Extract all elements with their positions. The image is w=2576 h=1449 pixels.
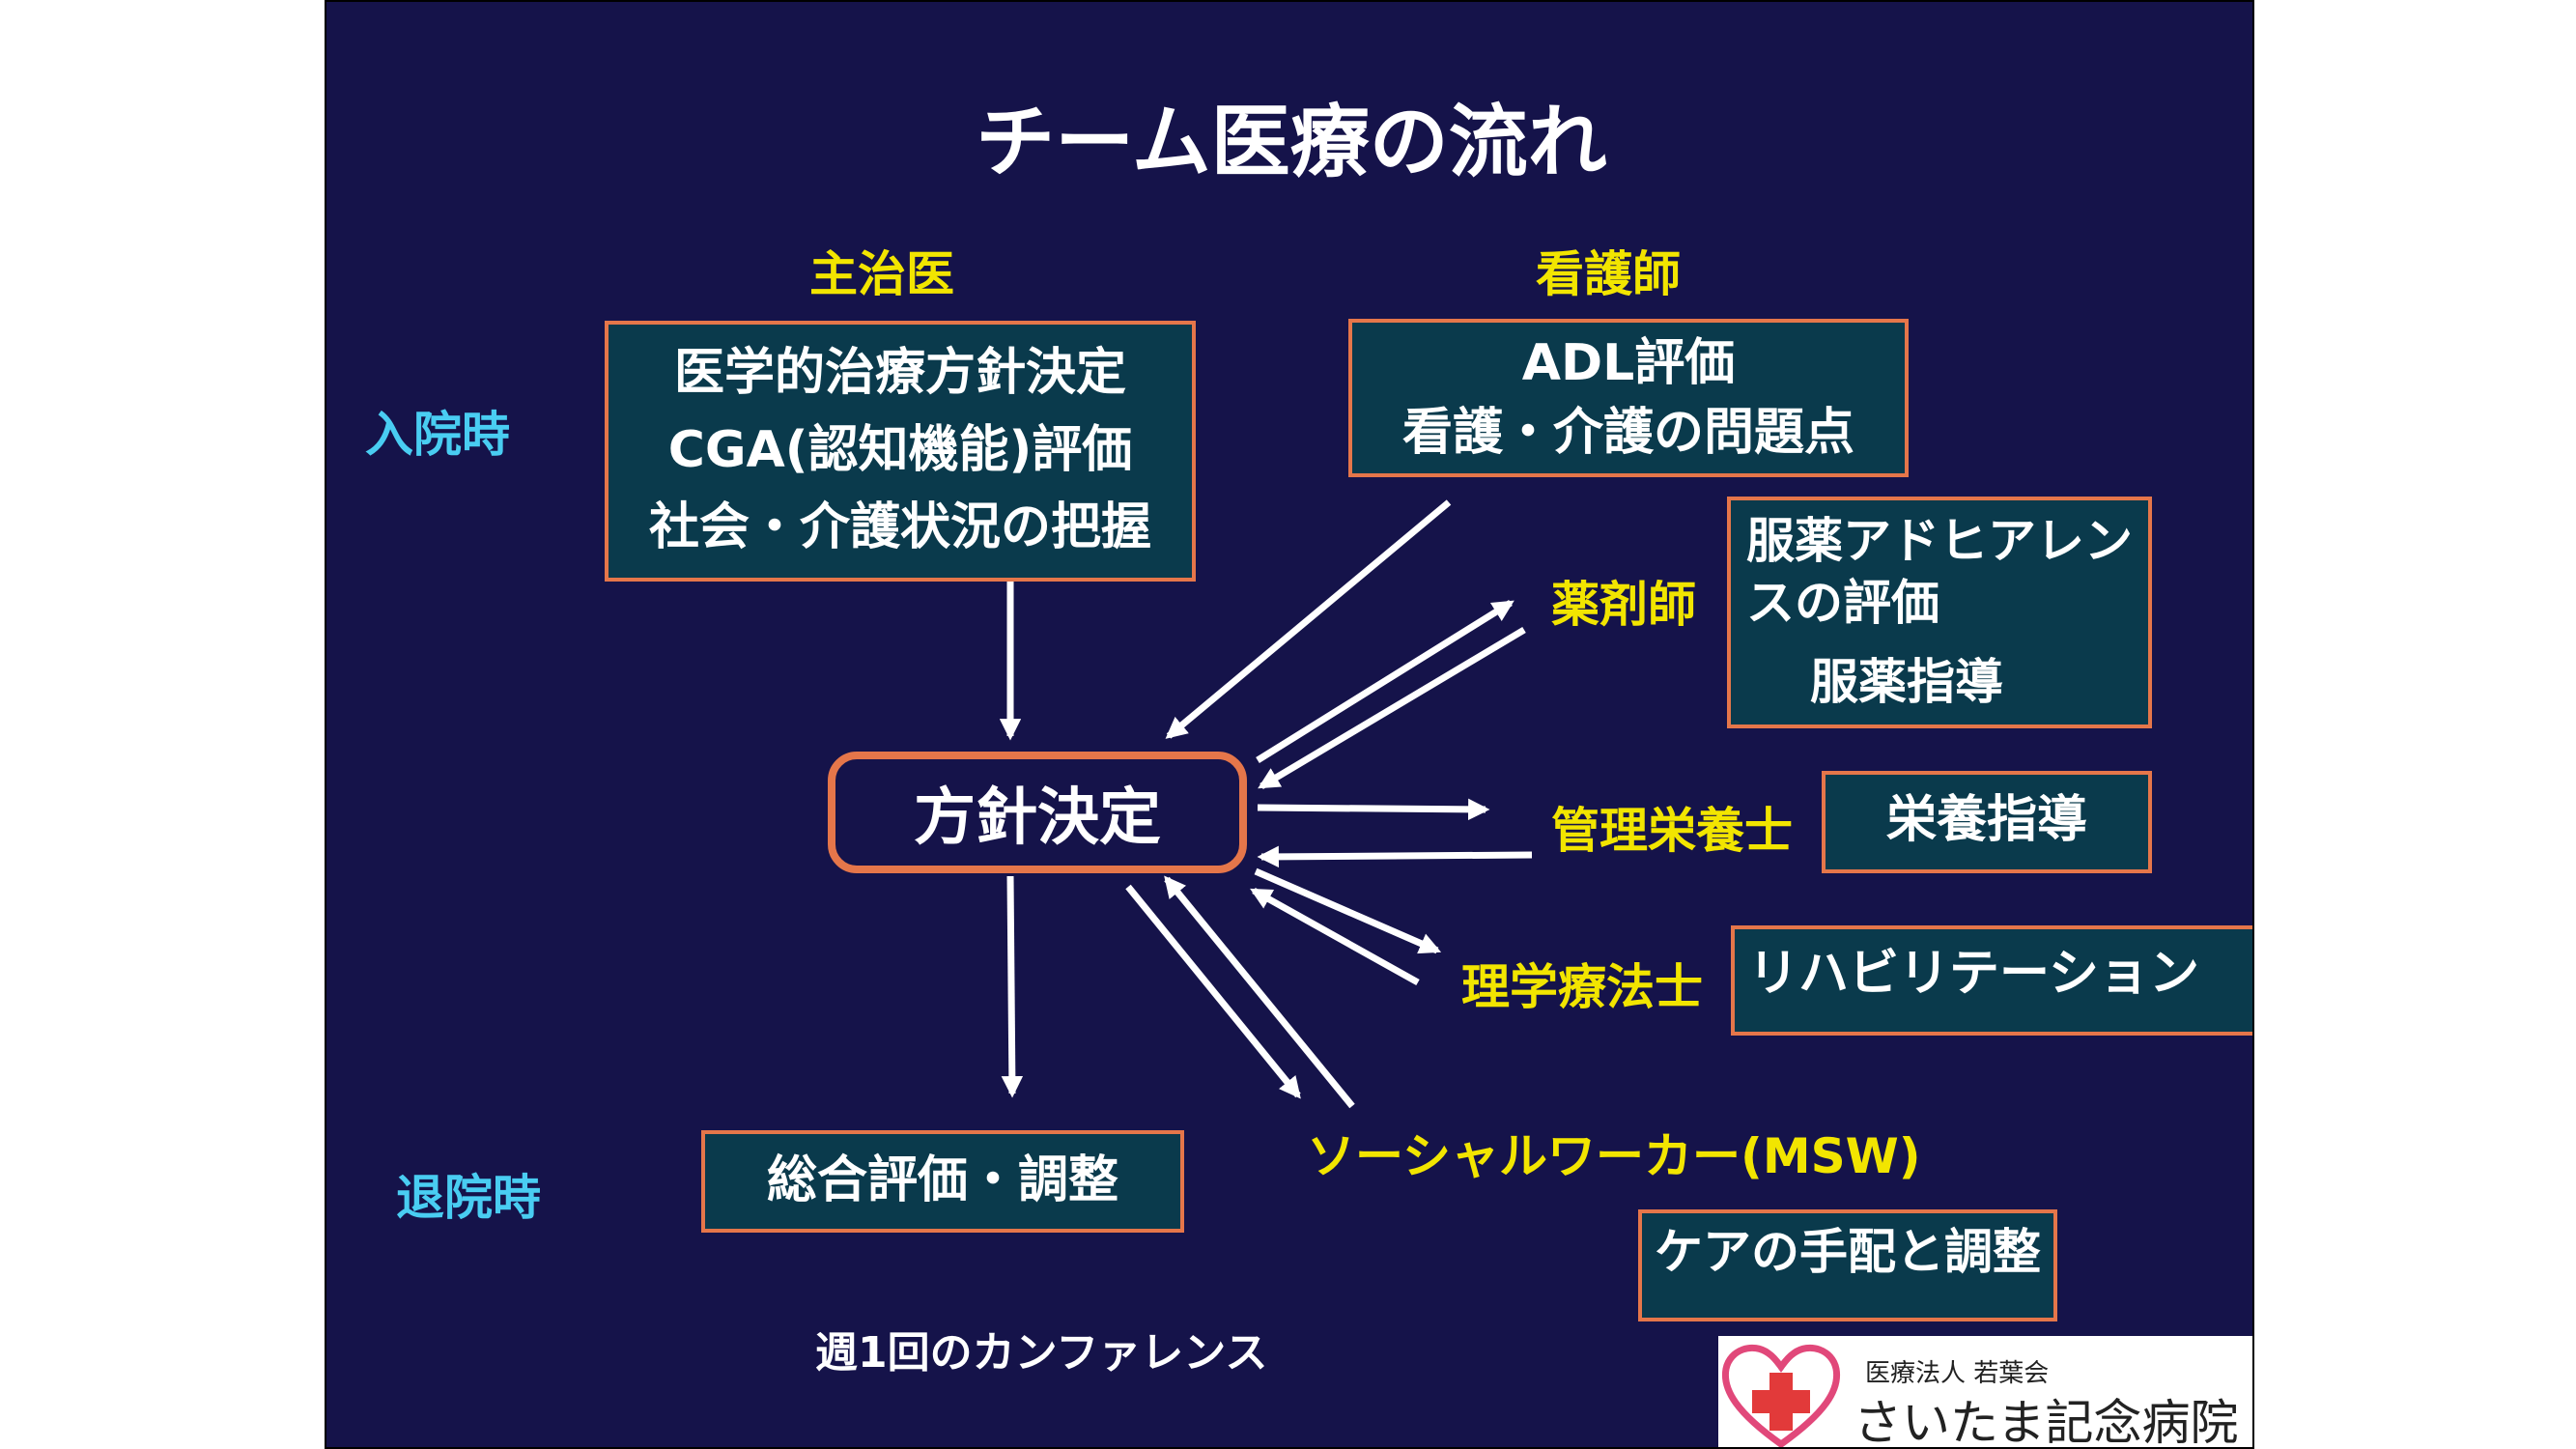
discharge-box: 総合評価・調整 — [701, 1130, 1184, 1233]
heart-cross-icon — [1721, 1344, 1841, 1447]
hospital-logo: 医療法人 若葉会 さいたま記念病院 — [1718, 1336, 2252, 1449]
arrow-center-to-physio — [1254, 867, 1442, 954]
role-msw: ソーシャルワーカー(MSW) — [1307, 1128, 1921, 1184]
phase-discharge: 退院時 — [396, 1170, 541, 1226]
discharge-text: 総合評価・調整 — [766, 1151, 1118, 1209]
arrow-pharmacist-to-center — [1258, 626, 1526, 790]
arrow-center-to-dietitian — [1257, 798, 1490, 821]
center-text: 方針決定 — [914, 782, 1161, 854]
logo-org: 医療法人 若葉会 — [1865, 1359, 2050, 1388]
attending-line-3: 社会・介護状況の把握 — [648, 498, 1151, 556]
attending-line-1: 医学的治療方針決定 — [673, 344, 1126, 402]
arrow-center-to-pharmacist — [1256, 600, 1514, 763]
logo-name: さいたま記念病院 — [1854, 1395, 2239, 1449]
physio-text: リハビリテーション — [1748, 945, 2199, 1003]
role-dietitian: 管理栄養士 — [1551, 803, 1793, 859]
slide-title: チーム医療の流れ — [976, 97, 1607, 188]
role-physio: 理学療法士 — [1461, 959, 1703, 1015]
nurse-line-2: 看護・介護の問題点 — [1401, 404, 1854, 462]
nurse-box: ADL評価 看護・介護の問題点 — [1348, 319, 1909, 477]
center-decision-node: 方針決定 — [828, 752, 1247, 873]
pharmacist-box: 服薬アドヒアレン スの評価 服薬指導 — [1727, 497, 2152, 728]
msw-text: ケアの手配と調整 — [1655, 1224, 2041, 1280]
arrow-dietitian-to-center — [1257, 845, 1533, 868]
arrow-nurse-to-center — [1165, 499, 1452, 739]
role-pharmacist: 薬剤師 — [1551, 577, 1696, 633]
attending-box: 医学的治療方針決定 CGA(認知機能)評価 社会・介護状況の把握 — [605, 321, 1196, 582]
physio-box: リハビリテーション — [1731, 925, 2252, 1036]
role-attending: 主治医 — [809, 246, 954, 302]
pharmacist-line-3: 服薬指導 — [1810, 654, 2003, 710]
flow-arrows — [999, 499, 1533, 1109]
arrow-center-to-msw — [1125, 884, 1301, 1099]
slide: チーム医療の流れ 主治医 看護師 薬剤師 管理栄養士 理学療法士 ソーシャルワー… — [325, 0, 2254, 1449]
phase-admission: 入院時 — [365, 407, 510, 463]
attending-line-2: CGA(認知機能)評価 — [667, 421, 1133, 479]
arrow-msw-to-center — [1164, 875, 1355, 1109]
conference-note: 週1回のカンファレンス — [815, 1328, 1268, 1378]
arrow-physio-to-center — [1250, 887, 1420, 986]
msw-box: ケアの手配と調整 — [1638, 1209, 2057, 1321]
arrow-center-to-discharge — [1001, 875, 1024, 1098]
dietitian-text: 栄養指導 — [1885, 791, 2087, 849]
pharmacist-line-1: 服薬アドヒアレン — [1746, 513, 2133, 569]
pharmacist-line-2: スの評価 — [1746, 575, 1939, 631]
nurse-line-1: ADL評価 — [1521, 334, 1736, 392]
dietitian-box: 栄養指導 — [1822, 771, 2152, 873]
role-nurse: 看護師 — [1536, 246, 1681, 302]
